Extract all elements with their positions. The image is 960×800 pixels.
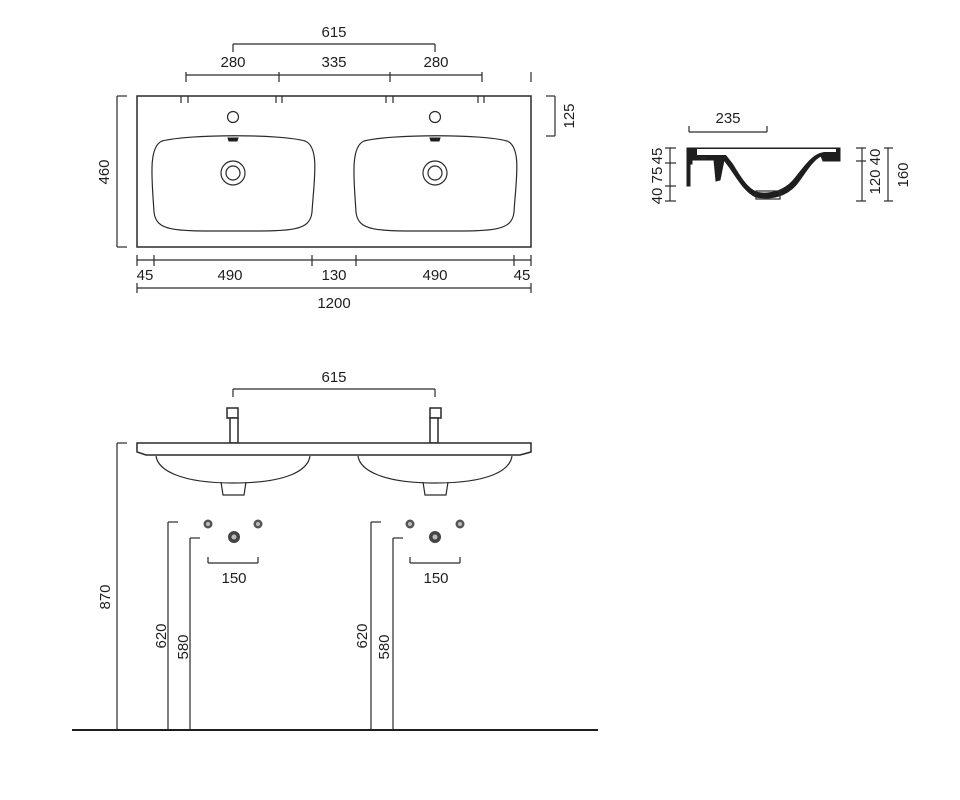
- dim-tap-spacing-top: 615: [232, 24, 436, 52]
- dim-label-tap-offset: 125: [561, 103, 578, 128]
- plan-basin-right: [353, 110, 518, 232]
- dim-label-right-side: 280: [423, 54, 448, 71]
- dim-tap-spacing-front: 615: [232, 369, 436, 397]
- dim-label-center-gap: 130: [321, 267, 346, 284]
- dim-label-section-depth: 235: [715, 110, 740, 127]
- dim-chain-bottom: 45 490 130 490 45: [136, 255, 532, 284]
- dim-label-section-height: 160: [895, 162, 912, 187]
- dim-section-left: 45 75 40: [649, 147, 676, 205]
- dim-label-section-b: 75: [649, 167, 666, 184]
- dim-label-left-inner: 580: [175, 634, 192, 659]
- basin-profile: [686, 147, 841, 200]
- dim-install-height: 870: [97, 442, 127, 729]
- dim-label-total-width: 1200: [317, 295, 350, 312]
- tap-hole-left: [226, 110, 240, 124]
- overflow-right: [429, 137, 441, 142]
- plan-edge-marks: [180, 96, 485, 103]
- section-view: 235 45 75 40 40 120: [649, 110, 912, 204]
- dim-label-right-outer: 620: [354, 623, 371, 648]
- dim-label-section-d: 40: [867, 149, 884, 166]
- dim-label-depth: 460: [96, 159, 113, 184]
- dim-label-middle: 335: [321, 54, 346, 71]
- dim-label-left-side: 280: [220, 54, 245, 71]
- dim-supply-spacing-left: 150: [207, 557, 259, 587]
- dim-waste-heights-right: 620 580: [354, 521, 403, 729]
- dim-section-depth: 235: [688, 110, 768, 133]
- tap-right: [429, 407, 442, 444]
- dim-supply-spacing-right: 150: [409, 557, 461, 587]
- front-waste-right: [422, 481, 449, 496]
- dim-waste-heights-left: 620 580: [153, 521, 200, 729]
- connections-right: [405, 519, 465, 543]
- dim-label-margin-left: 45: [137, 267, 154, 284]
- dim-label-right-inner: 580: [376, 634, 393, 659]
- tap-hole-right: [428, 110, 442, 124]
- dim-label-supply-left: 150: [221, 570, 246, 587]
- dim-label-left-outer: 620: [153, 623, 170, 648]
- dim-label-tap-spacing: 615: [321, 24, 346, 41]
- dim-label-section-c: 40: [649, 188, 666, 205]
- plan-basin-left: [151, 110, 316, 232]
- dim-depth-plan: 460: [96, 95, 127, 248]
- dim-label-supply-right: 150: [423, 570, 448, 587]
- front-countertop: [136, 442, 532, 456]
- front-view: 615: [72, 369, 598, 731]
- dim-label-basin-right: 490: [422, 267, 447, 284]
- dim-label-basin-left: 490: [217, 267, 242, 284]
- dim-label-margin-right: 45: [514, 267, 531, 284]
- plan-countertop-outline: [136, 95, 532, 248]
- overflow-left: [227, 137, 239, 142]
- dim-tap-offset: 125: [546, 95, 578, 137]
- tap-left: [226, 407, 239, 444]
- dim-label-tap-spacing-front: 615: [321, 369, 346, 386]
- dim-section-right: 40 120 160: [856, 147, 912, 202]
- connections-left: [203, 519, 263, 543]
- front-basin-right: [357, 455, 513, 484]
- dim-chain-top: 280 335 280: [185, 54, 532, 82]
- front-basin-left: [155, 455, 311, 484]
- dim-total-width: 1200: [136, 283, 532, 312]
- plan-view: 615 280 335 280: [96, 24, 578, 312]
- front-waste-left: [220, 481, 247, 496]
- dim-label-install-height: 870: [97, 584, 114, 609]
- dim-label-section-a: 45: [649, 148, 666, 165]
- dim-label-section-e: 120: [867, 169, 884, 194]
